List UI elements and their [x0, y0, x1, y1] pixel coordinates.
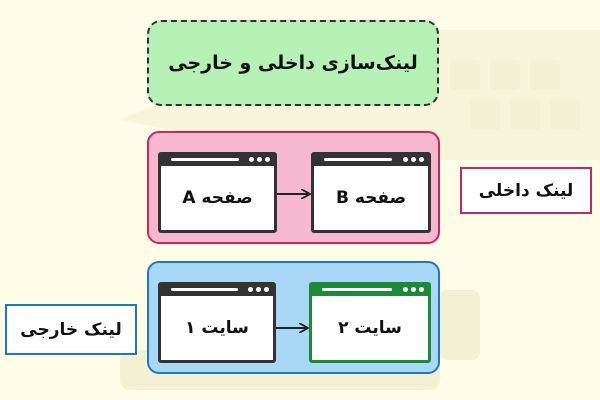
window-title-bar	[312, 285, 428, 296]
external-target-label: سایت ۲	[338, 318, 402, 338]
title-box: لینک‌سازی داخلی و خارجی	[147, 20, 439, 106]
external-target-window: سایت ۲	[309, 282, 431, 363]
window-title-bar	[161, 155, 274, 166]
diagram-title: لینک‌سازی داخلی و خارجی	[168, 52, 418, 74]
internal-target-label: صفحه B	[335, 188, 407, 208]
external-source-label: سایت ۱	[185, 318, 249, 338]
internal-source-label: صفحه A	[182, 188, 253, 208]
external-link-tag: لینک خارجی	[5, 304, 137, 355]
window-title-bar	[161, 285, 273, 296]
internal-source-window: صفحه A	[158, 152, 277, 233]
external-source-window: سایت ۱	[158, 282, 276, 363]
window-title-bar	[314, 155, 428, 166]
internal-link-tag: لینک داخلی	[460, 167, 592, 214]
internal-target-window: صفحه B	[311, 152, 431, 233]
